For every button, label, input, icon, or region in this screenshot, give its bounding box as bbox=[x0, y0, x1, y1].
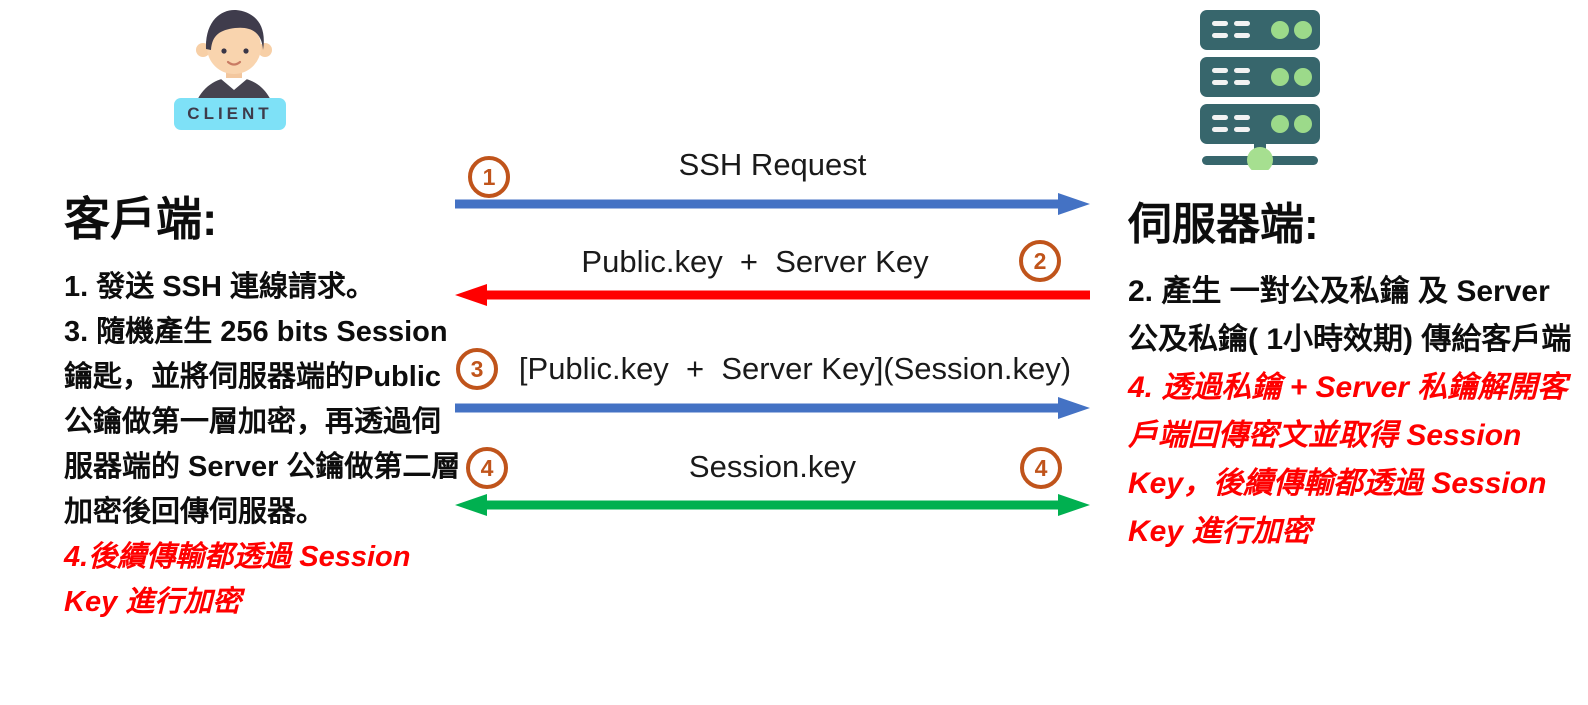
step-1-number-badge: 1 bbox=[468, 156, 510, 198]
client-step-1: 1. 發送 SSH 連線請求。 bbox=[64, 271, 375, 303]
client-step-3: 3. 隨機產生 256 bits Session 鑰匙，並將伺服器端的Publi… bbox=[64, 316, 461, 528]
step-3-number-badge: 3 bbox=[456, 348, 498, 390]
arrow-left-public-key-server-key bbox=[455, 284, 1090, 306]
client-panel: 客戶端: 1. 發送 SSH 連線請求。 3. 隨機產生 256 bits Se… bbox=[64, 183, 466, 625]
arrow-right-ssh-request bbox=[455, 193, 1090, 215]
step-4-number-badge-left: 4 bbox=[466, 447, 508, 489]
message-3-label: [Public.key + Server Key](Session.key) bbox=[518, 351, 1072, 386]
client-figure: CLIENT bbox=[172, 2, 296, 134]
message-4-label: Session.key bbox=[688, 449, 857, 484]
arrow-bidirectional-session-key bbox=[455, 494, 1090, 516]
step-4-number-badge-right: 4 bbox=[1020, 447, 1062, 489]
server-panel-title: 伺服器端: bbox=[1128, 200, 1319, 249]
server-step-4-note: 4. 透過私鑰 + Server 私鑰解開客戶端回傳密文並取得 Session … bbox=[1128, 371, 1568, 548]
arrow-right-encrypted-session-key bbox=[455, 397, 1090, 419]
server-icon bbox=[1200, 10, 1320, 170]
message-2-label: Public.key + Server Key bbox=[581, 244, 929, 279]
client-step-4-note: 4.後續傳輸都透過 Session Key 進行加密 bbox=[64, 541, 411, 618]
server-step-2: 2. 產生 一對公及私鑰 及 Server 公及私鑰( 1小時效期) 傳給客戶端 bbox=[1128, 275, 1572, 356]
server-panel: 伺服器端: 2. 產生 一對公及私鑰 及 Server 公及私鑰( 1小時效期)… bbox=[1128, 188, 1576, 556]
step-2-number-badge: 2 bbox=[1019, 240, 1061, 282]
message-1-label: SSH Request bbox=[678, 147, 867, 182]
client-panel-title: 客戶端: bbox=[64, 193, 218, 245]
client-badge: CLIENT bbox=[174, 98, 286, 130]
